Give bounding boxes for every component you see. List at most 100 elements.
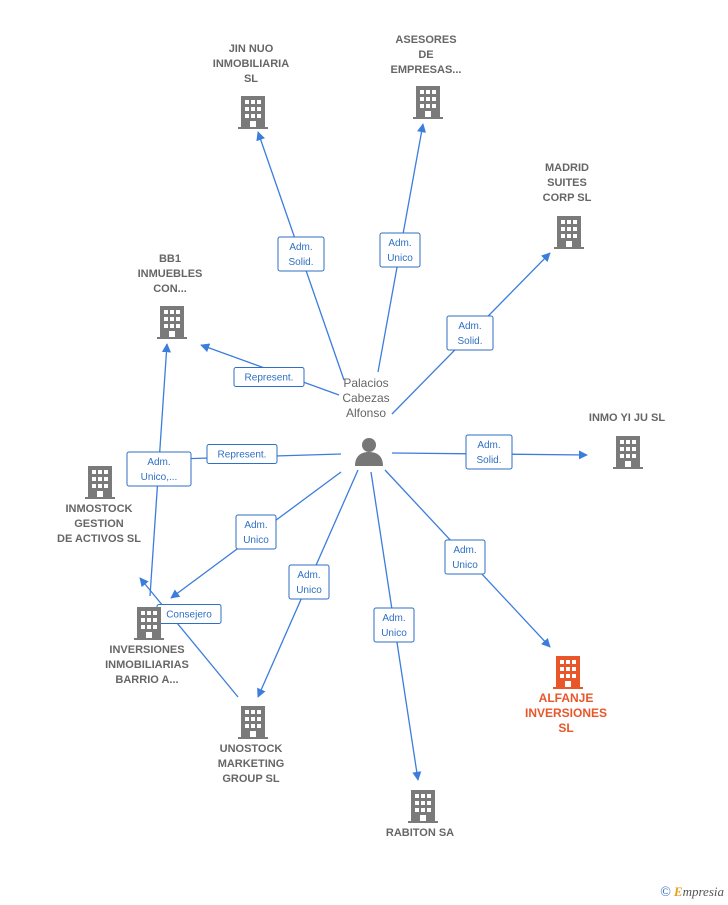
relation-label-text: Adm. xyxy=(289,242,312,253)
person-icon xyxy=(355,438,383,466)
building-icon xyxy=(553,656,583,689)
relation-label-box xyxy=(446,315,494,351)
company-name-line: SL xyxy=(244,73,258,85)
relation-label-box xyxy=(277,236,325,272)
brand-initial: E xyxy=(673,884,683,899)
company-name-line: MADRID xyxy=(545,162,589,174)
relation-label-text: Solid. xyxy=(288,257,313,268)
company-name-line: GROUP SL xyxy=(222,773,280,785)
relation-label-inversiones-bb1[interactable]: Adm. Unico,... xyxy=(126,451,192,487)
building-icon xyxy=(238,706,268,739)
relation-label-person-asesores[interactable]: Adm. Unico xyxy=(379,232,421,268)
company-name-line: INVERSIONES xyxy=(525,706,607,720)
relation-label-box xyxy=(444,539,486,575)
company-name-line: RABITON SA xyxy=(386,827,454,839)
company-name-line: INVERSIONES xyxy=(109,644,184,656)
relation-label-box xyxy=(373,607,415,643)
company-name-line: INMUEBLES xyxy=(138,268,203,280)
relation-label-text: Adm. xyxy=(244,520,267,531)
company-name-line: BB1 xyxy=(159,253,181,265)
relation-label-box xyxy=(126,451,192,487)
relation-label-unostock-inmostock[interactable]: Consejero xyxy=(156,604,222,624)
person-name-line: Palacios xyxy=(343,376,388,390)
relation-label-box xyxy=(233,367,305,387)
company-node-inmo_yi_ju[interactable]: INMO YI JU SL xyxy=(589,412,665,469)
relation-label-text: Unico xyxy=(387,253,413,264)
company-name-line: CORP SL xyxy=(543,192,592,204)
company-node-inmostock[interactable]: INMOSTOCK GESTION DE ACTIVOS SL xyxy=(57,466,141,545)
company-name-line: GESTION xyxy=(74,518,124,530)
building-icon xyxy=(554,216,584,249)
relation-edge-unostock-inmostock xyxy=(139,577,239,698)
company-name-line: ALFANJE xyxy=(539,691,594,705)
relation-label-text: Adm. xyxy=(388,238,411,249)
building-icon xyxy=(238,96,268,129)
person-name-line: Cabezas xyxy=(342,391,389,405)
building-icon xyxy=(134,607,164,640)
relation-label-person-rabiton[interactable]: Adm. Unico xyxy=(373,607,415,643)
company-node-asesores[interactable]: ASESORES DE EMPRESAS... xyxy=(391,34,462,119)
building-icon xyxy=(613,436,643,469)
relation-label-person-jin_nuo[interactable]: Adm. Solid. xyxy=(277,236,325,272)
relation-label-person-unostock[interactable]: Adm. Unico xyxy=(288,564,330,600)
company-name-line: SUITES xyxy=(547,177,587,189)
relation-label-text: Adm. xyxy=(297,570,320,581)
relation-label-box xyxy=(288,564,330,600)
company-name-line: CON... xyxy=(153,283,187,295)
brand-name: mpresia xyxy=(682,884,724,899)
copyright-icon: © xyxy=(660,885,671,900)
relation-label-box xyxy=(465,434,513,470)
relation-label-box xyxy=(235,514,277,550)
company-node-madrid_suites[interactable]: MADRID SUITES CORP SL xyxy=(543,162,592,249)
relation-label-person-inversiones[interactable]: Adm. Unico xyxy=(235,514,277,550)
building-icon xyxy=(413,86,443,119)
relation-label-text: Represent. xyxy=(218,450,267,461)
company-node-rabiton[interactable]: RABITON SA xyxy=(386,790,454,839)
company-name-line: JIN NUO xyxy=(229,43,274,55)
relation-label-box xyxy=(206,444,278,464)
relation-label-text: Unico xyxy=(452,560,478,571)
relation-label-text: Solid. xyxy=(457,336,482,347)
relation-label-text: Adm. xyxy=(382,613,405,624)
relation-label-box xyxy=(379,232,421,268)
relation-label-text: Unico xyxy=(296,585,322,596)
company-name-line: INMOSTOCK xyxy=(65,503,132,515)
company-name-line: ASESORES xyxy=(395,34,456,46)
company-name-line: UNOSTOCK xyxy=(220,743,283,755)
relation-label-text: Unico xyxy=(243,535,269,546)
relation-label-text: Adm. xyxy=(477,440,500,451)
relation-label-text: Adm. xyxy=(458,321,481,332)
relation-label-text: Represent. xyxy=(245,373,294,384)
person-name-line: Alfonso xyxy=(346,406,386,420)
relation-label-text: Solid. xyxy=(476,455,501,466)
relation-label-text: Consejero xyxy=(166,610,212,621)
relation-label-person-inmo_yi_ju[interactable]: Adm. Solid. xyxy=(465,434,513,470)
edge-labels-layer: Adm.Solid.Adm.UnicoAdm.Solid.Represent.A… xyxy=(126,232,513,643)
building-icon xyxy=(85,466,115,499)
relation-label-person-madrid_suites[interactable]: Adm. Solid. xyxy=(446,315,494,351)
company-name-line: SL xyxy=(558,721,573,735)
relation-label-text: Adm. xyxy=(453,545,476,556)
company-name-line: DE xyxy=(418,49,433,61)
company-name-line: EMPRESAS... xyxy=(391,64,462,76)
relation-label-text: Adm. xyxy=(147,457,170,468)
building-icon xyxy=(408,790,438,823)
building-icon xyxy=(157,306,187,339)
company-name-line: INMO YI JU SL xyxy=(589,412,665,424)
relation-label-text: Unico xyxy=(381,628,407,639)
company-name-line: BARRIO A... xyxy=(115,674,178,686)
company-name-line: DE ACTIVOS SL xyxy=(57,533,141,545)
relation-label-person-bb1[interactable]: Represent. xyxy=(233,367,305,387)
relation-label-text: Unico,... xyxy=(141,472,178,483)
relation-label-person-alfanje[interactable]: Adm. Unico xyxy=(444,539,486,575)
empresia-watermark: ©Empresia xyxy=(660,884,724,901)
relation-label-person-inmostock[interactable]: Represent. xyxy=(206,444,278,464)
